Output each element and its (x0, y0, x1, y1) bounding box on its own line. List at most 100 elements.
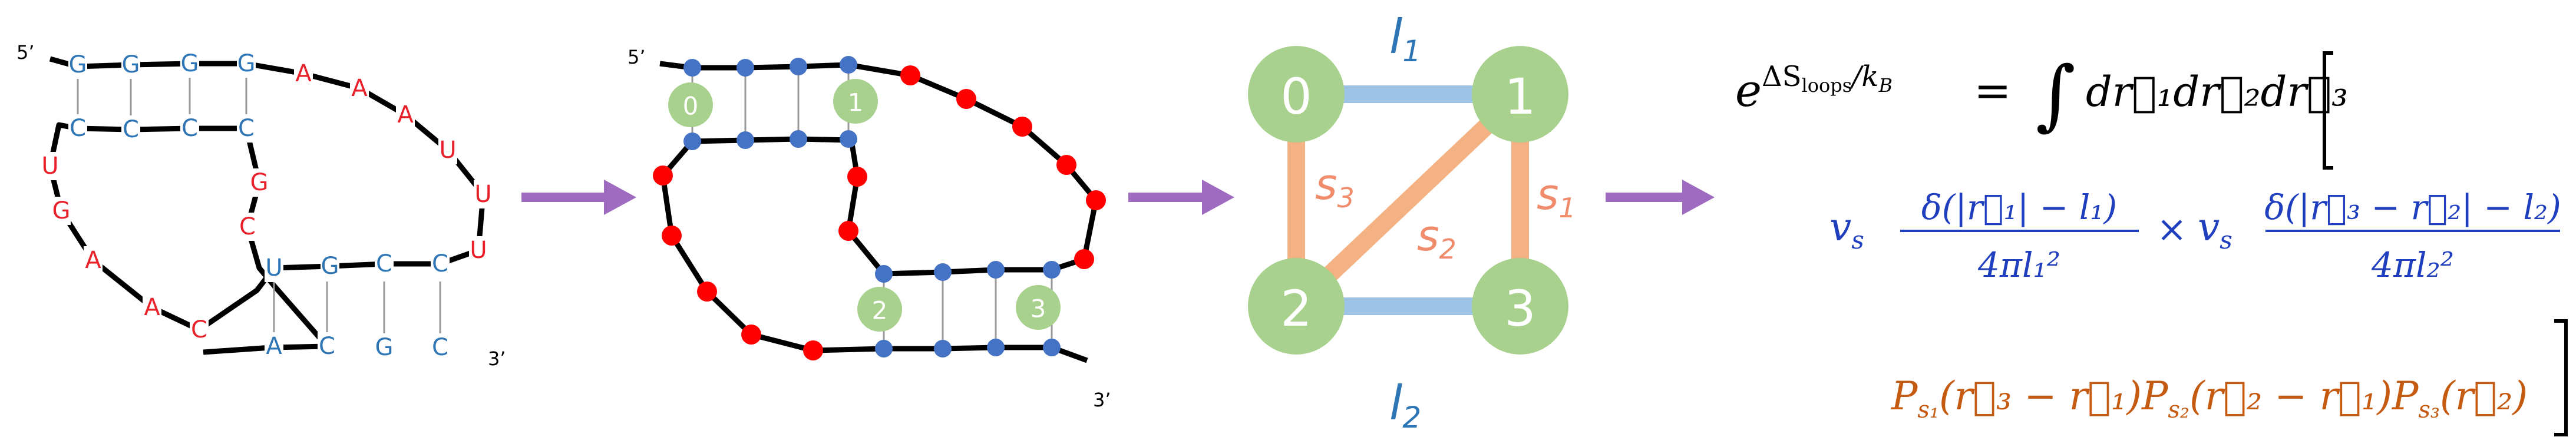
arrow-3 (1606, 180, 1715, 215)
nucleotide-left-loop-0: U (41, 153, 58, 180)
nucleotide-bg (350, 74, 369, 102)
svg-text:δ(|r⃗₁| − l₁): δ(|r⃗₁| − l₁) (1921, 187, 2117, 227)
bead-node-1: 1 (833, 79, 878, 124)
nucleotide-middle-link-1: C (239, 213, 256, 240)
stem-2-pair-lines (273, 282, 441, 337)
unpaired-bead (1012, 117, 1032, 137)
nucleotide-bg (143, 293, 161, 322)
nucleotide-lower-top-strand-2: C (376, 250, 392, 277)
nucleotide-hairpin-loop-1: A (351, 75, 368, 102)
equation: eΔSloops/kB = ∫ dr⃗₁dr⃗₂dr⃗₃ vs δ(|r⃗₁| … (1735, 49, 2568, 436)
nucleotide-lower-bottom-strand-3: C (432, 334, 448, 361)
paired-bead (1043, 339, 1061, 356)
rna-backbone (47, 56, 486, 355)
nucleotide-hairpin-loop-4: U (474, 181, 491, 208)
nucleotide-lower-top-strand-3: C (432, 250, 448, 277)
label-5prime: 5’ (16, 41, 35, 64)
nucleotide-left-loop-1: G (52, 197, 71, 224)
arrow-1 (521, 180, 636, 215)
nucleotide-bg (238, 213, 257, 241)
nucleotide-lower-bottom-strand-1: C (319, 333, 335, 360)
nucleotide-left-loop-2: A (85, 247, 101, 274)
panel-3-graph: 0 1 2 3 l1 l2 s3 s1 s2 (1248, 9, 1576, 435)
label-s2: s2 (1417, 211, 1457, 265)
paired-bead (840, 130, 857, 148)
nucleotide-lower-top-strand-0: U (265, 254, 282, 282)
svg-text:1: 1 (848, 88, 864, 117)
bead-label-3prime: 3’ (1093, 389, 1111, 411)
paired-bead (790, 130, 807, 148)
unpaired-bead (697, 282, 717, 302)
paired-bead (790, 58, 807, 75)
label-3prime: 3’ (488, 347, 506, 370)
unpaired-bead (653, 165, 673, 186)
unpaired-bead (847, 167, 867, 187)
panel-2-bead-model: 0 1 2 3 5’ 3’ (628, 46, 1111, 411)
paired-bead (683, 59, 701, 77)
nucleotide-top-strand-1: G (122, 51, 140, 78)
unpaired-bead (1056, 155, 1076, 175)
nucleotide-left-loop-3: A (144, 294, 160, 321)
nucleotide-inner-strand-0: C (70, 115, 86, 142)
nucleotide-bg (431, 250, 450, 278)
equation-lhs: eΔSloops/kB (1735, 60, 1893, 117)
svg-text:3: 3 (1031, 294, 1046, 323)
label-s1: s1 (1537, 170, 1576, 224)
nucleotide-lower-top-strand-1: G (321, 253, 339, 280)
svg-text:3: 3 (1504, 280, 1535, 337)
arrow-2 (1128, 180, 1234, 215)
nucleotide-inner-strand-1: C (123, 116, 139, 143)
svg-text:2: 2 (872, 296, 888, 325)
nucleotide-bg (265, 254, 283, 282)
unpaired-bead (900, 65, 920, 85)
bead-node-3: 3 (1016, 285, 1061, 330)
nucleotide-bg (318, 332, 336, 360)
nucleotide-bg (431, 333, 450, 362)
unpaired-bead (803, 340, 823, 360)
label-l2: l2 (1389, 376, 1421, 435)
nucleotide-hairpin-loop-3: U (439, 137, 456, 164)
nucleotide-middle-link-0: G (250, 169, 269, 196)
svg-text:vs: vs (2198, 204, 2232, 254)
nucleotide-top-strand-3: G (237, 50, 256, 77)
svg-text:1: 1 (1504, 68, 1535, 125)
nucleotide-bg (121, 115, 140, 144)
graph-node-3: 3 (1472, 258, 1568, 355)
svg-text:δ(|r⃗₃ − r⃗₂| − l₂): δ(|r⃗₃ − r⃗₂| − l₂) (2264, 187, 2561, 227)
svg-text:0: 0 (1280, 68, 1312, 125)
paired-bead (934, 263, 952, 281)
equation-integral: ∫ (2036, 49, 2076, 139)
svg-text:Ps₁(r⃗₃ − r⃗₁)Ps₂(r⃗₂ − r⃗₁)Ps: Ps₁(r⃗₃ − r⃗₁)Ps₂(r⃗₂ − r⃗₁)Ps₃(r⃗₂) (1891, 373, 2528, 423)
label-s3: s3 (1315, 160, 1355, 214)
stem-1-pair-lines (77, 69, 247, 124)
nucleotide-bg (375, 250, 394, 278)
paired-bead (737, 59, 754, 77)
svg-text:2: 2 (1280, 280, 1312, 337)
unpaired-bead (1074, 249, 1094, 269)
equation-open-bracket (2323, 51, 2333, 170)
equation-close-bracket (2554, 319, 2568, 436)
graph-node-0: 0 (1248, 46, 1345, 143)
unpaired-bead (956, 89, 976, 109)
loop-edge-s2 (1290, 88, 1527, 313)
unpaired-bead (1086, 190, 1106, 210)
paired-bead (987, 261, 1005, 279)
unpaired-bead (741, 325, 761, 345)
nucleotide-bg (237, 49, 256, 78)
nucleotide-lower-bottom-strand-2: G (375, 334, 394, 361)
paired-bead (737, 131, 754, 149)
paired-bead (1043, 261, 1061, 279)
nucleotide-bg (438, 136, 457, 164)
nucleotide-bg (294, 59, 313, 88)
nucleotide-inner-strand-3: C (238, 115, 255, 142)
nucleotide-hairpin-loop-0: A (295, 60, 312, 87)
bead-node-0: 0 (668, 82, 713, 127)
graph-node-2: 2 (1248, 258, 1345, 355)
nucleotide-top-strand-0: G (69, 51, 87, 78)
nucleotide-bg (84, 246, 103, 274)
nucleotide-bg (180, 114, 199, 143)
nucleotide-bg (190, 316, 209, 344)
paired-bead (683, 133, 701, 150)
unpaired-bead (662, 226, 682, 246)
nucleotide-bg (68, 114, 87, 143)
